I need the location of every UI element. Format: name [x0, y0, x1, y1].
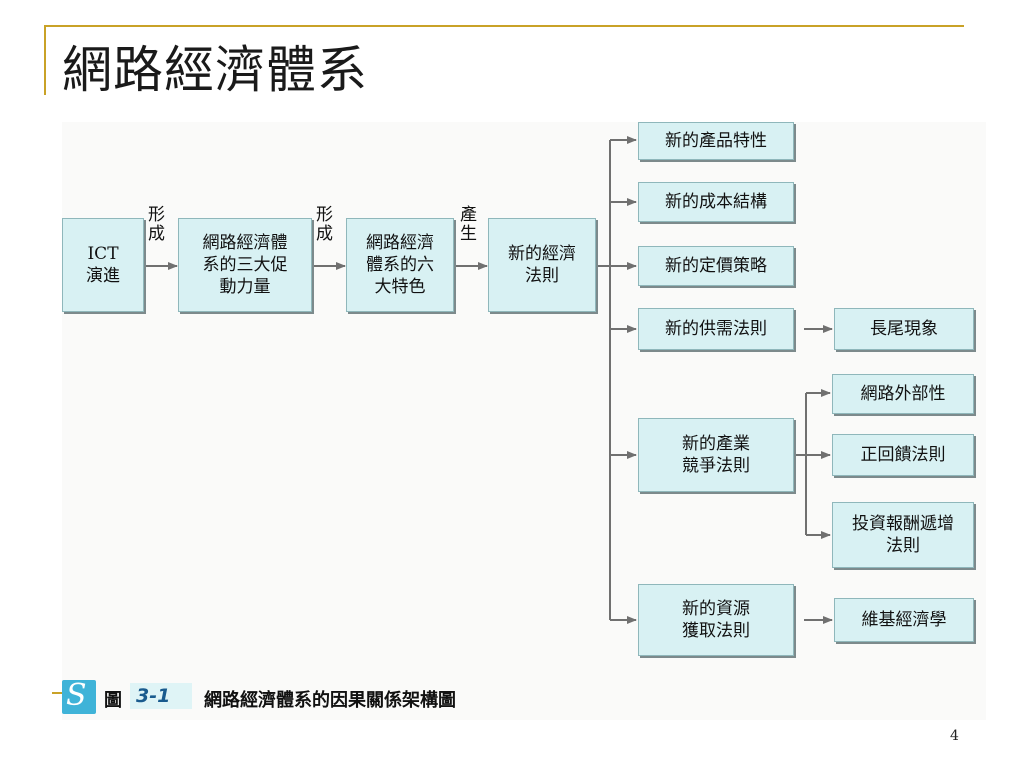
- node-new-competition: 新的產業 競爭法則: [638, 418, 794, 492]
- caption-logo-icon: S: [62, 680, 96, 714]
- connector-layer: [145, 136, 833, 624]
- caption-dash: [52, 692, 66, 694]
- node-six-features: 網路經濟 體系的六 大特色: [346, 218, 454, 312]
- node-new-product: 新的產品特性: [638, 122, 794, 160]
- node-long-tail: 長尾現象: [834, 308, 974, 350]
- node-new-resource: 新的資源 獲取法則: [638, 584, 794, 656]
- node-new-cost: 新的成本結構: [638, 182, 794, 222]
- figure-caption: S 圖 3-1 網路經濟體系的因果關係架構圖: [52, 680, 622, 714]
- node-positive-feedback: 正回饋法則: [832, 434, 974, 476]
- node-three-forces: 網路經濟體 系的三大促 動力量: [178, 218, 312, 312]
- node-new-economic-law: 新的經濟 法則: [488, 218, 596, 312]
- causal-diagram: ICT 演進 網路經濟體 系的三大促 動力量 網路經濟 體系的六 大特色 新的經…: [52, 122, 986, 720]
- caption-logo-glyph: S: [66, 680, 87, 713]
- node-increasing-returns: 投資報酬遞增 法則: [832, 502, 974, 568]
- slide-title: 網路經濟體系: [62, 41, 368, 99]
- edge-label-form-1: 形 成: [148, 205, 165, 244]
- page-number: 4: [950, 728, 959, 744]
- title-frame-left-line: [44, 25, 46, 95]
- caption-prefix: 圖: [104, 690, 122, 711]
- node-network-externality: 網路外部性: [832, 374, 974, 414]
- caption-text: 網路經濟體系的因果關係架構圖: [204, 690, 456, 711]
- node-new-pricing: 新的定價策略: [638, 246, 794, 286]
- node-ict: ICT 演進: [62, 218, 144, 312]
- title-frame-top-line: [44, 25, 964, 27]
- node-new-supply-demand: 新的供需法則: [638, 308, 794, 350]
- caption-number: 3-1: [136, 685, 171, 707]
- edge-label-form-2: 形 成: [316, 205, 333, 244]
- edge-label-produce: 產 生: [460, 205, 477, 244]
- node-wikinomics: 維基經濟學: [834, 598, 974, 642]
- caption-number-bg: [130, 683, 192, 709]
